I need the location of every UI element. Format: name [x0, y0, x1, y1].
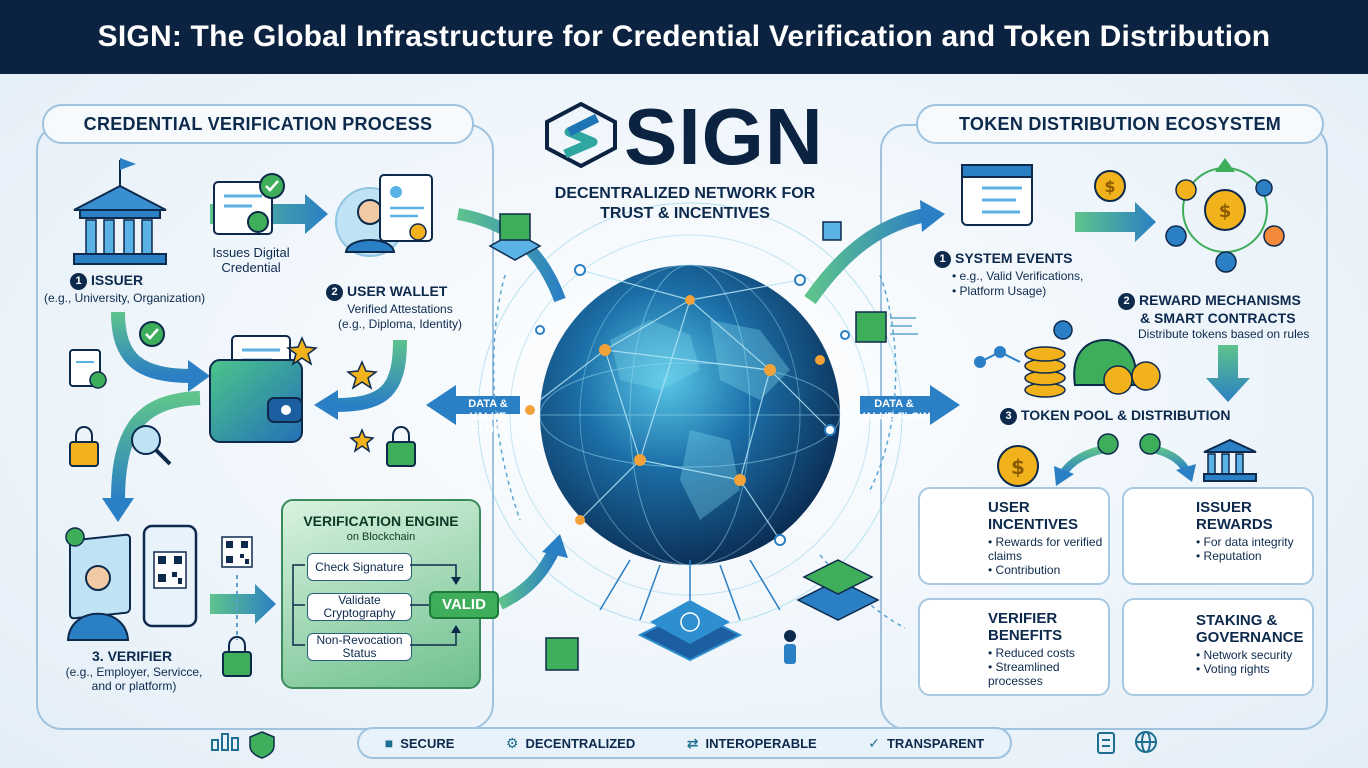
card-title: STAKING & GOVERNANCE	[1196, 612, 1304, 646]
lock-icon: ■	[384, 735, 394, 751]
verify-icon: ✓	[868, 734, 880, 751]
svg-text:$: $	[1104, 177, 1115, 196]
padlock-icon	[386, 426, 416, 467]
shield-icon	[249, 731, 275, 759]
magnifier-icon	[131, 425, 172, 466]
wallet-description-1: Verified Attestations	[347, 302, 453, 316]
sign-logo-icon	[545, 102, 617, 168]
verification-engine: VERIFICATION ENGINE on Blockchain Check …	[281, 499, 481, 689]
cube-icon	[855, 311, 918, 343]
token-icon	[1097, 433, 1119, 455]
card-title: USER INCENTIVES	[988, 499, 1079, 533]
wallet-description-2: (e.g., Diploma, Identity)	[337, 317, 463, 331]
staking-governance-card: STAKING & GOVERNANCE • Network security …	[1122, 598, 1314, 696]
svg-text:$: $	[1219, 201, 1232, 222]
padlock-icon	[222, 636, 252, 677]
issuer-step-number: 1	[70, 272, 87, 290]
footer-transparent: ✓TRANSPARENT	[868, 734, 985, 751]
user-avatar-icon	[335, 174, 433, 257]
check-signature-step: Check Signature	[307, 553, 412, 581]
footer-decentralized: ⚙DECENTRALIZED	[505, 734, 636, 751]
clipboard-icon	[1097, 732, 1115, 754]
verifier-label: 3. VERIFIER	[92, 648, 173, 664]
smart-contracts-label: & SMART CONTRACTS	[1140, 310, 1296, 326]
data-cube-icon	[488, 213, 542, 261]
stacked-blocks-icon	[796, 559, 880, 621]
network-diagram-icon	[211, 733, 239, 751]
browser-window-icon	[961, 164, 1033, 226]
flow-arrow-right	[860, 385, 960, 425]
engine-subtitle: on Blockchain	[346, 531, 416, 543]
verifier-benefits-card: VERIFIER BENEFITS • Reduced costs • Stre…	[918, 598, 1110, 696]
coin-icon: $	[997, 445, 1039, 487]
footer-bar: ■SECURE ⚙DECENTRALIZED ⇄INTEROPERABLE ✓T…	[357, 727, 1012, 759]
card-list: • Reduced costs • Streamlined processes	[988, 646, 1075, 688]
gear-icon: ⚙	[505, 734, 519, 751]
cube-icon	[545, 637, 579, 671]
person-icon	[784, 630, 796, 664]
flow-label-left: DATA & VALUE FLOW	[468, 398, 508, 436]
flow-arrow-left	[426, 385, 520, 425]
university-building-icon	[73, 158, 167, 265]
validate-cryptography-step: Validate Cryptography	[307, 593, 412, 621]
issuer-description: (e.g., University, Organization)	[44, 291, 206, 305]
issuer-rewards-card: ISSUER REWARDS • For data integrity • Re…	[1122, 487, 1314, 585]
valid-badge: VALID	[429, 591, 499, 619]
qr-code-icon	[221, 536, 253, 568]
cube-icon	[822, 221, 842, 241]
issues-credential-text: Issues Digital Credential	[212, 245, 290, 275]
token-pool-icon	[974, 320, 1161, 398]
sign-logo-text: SIGN	[624, 92, 824, 181]
credential-section-heading: CREDENTIAL VERIFICATION PROCESS	[42, 104, 474, 144]
system-events-item-1: • e.g., Valid Verifications,	[952, 269, 1084, 283]
footer-secure: ■SECURE	[384, 735, 455, 751]
card-list: • For data integrity • Reputation	[1196, 535, 1294, 563]
shuffle-icon: ⇄	[686, 734, 699, 751]
star-icons	[286, 336, 378, 453]
system-events-item-2: • Platform Usage)	[952, 284, 1047, 298]
padlock-icon	[69, 426, 99, 467]
flow-label-right: DATA & VALUE FLOW	[858, 398, 930, 423]
token-section-heading: TOKEN DISTRIBUTION ECOSYSTEM	[916, 104, 1324, 144]
globe-icon	[1135, 731, 1157, 753]
reward-step-number: 2	[1118, 292, 1135, 310]
reward-hub-icon: $	[1165, 158, 1285, 273]
title-bar: SIGN: The Global Infrastructure for Cred…	[0, 0, 1368, 74]
card-title: ISSUER REWARDS	[1196, 499, 1273, 533]
svg-text:$: $	[1011, 455, 1025, 479]
credential-document-icon	[213, 173, 285, 235]
card-title: VERIFIER BENEFITS	[988, 610, 1063, 644]
engine-title: VERIFICATION ENGINE	[303, 513, 459, 529]
wallet-step-number: 2	[326, 283, 343, 301]
footer-interoperable: ⇄INTEROPERABLE	[686, 734, 817, 751]
pool-step-number: 3	[1000, 407, 1017, 425]
events-step-number: 1	[934, 250, 951, 268]
user-incentives-card: USER INCENTIVES • Rewards for verified c…	[918, 487, 1110, 585]
token-icon	[1139, 433, 1161, 455]
page-title: SIGN: The Global Infrastructure for Cred…	[97, 20, 1271, 53]
engine-connectors	[292, 564, 461, 646]
coin-icon: $	[1094, 170, 1126, 202]
card-list: • Rewards for verified claims • Contribu…	[988, 535, 1103, 577]
phone-qr-icon	[142, 524, 198, 628]
card-list: • Network security • Voting rights	[1196, 648, 1293, 676]
checked-document-icon	[69, 349, 107, 389]
verifier-description: (e.g., Employer, Servicce, and or platfo…	[65, 665, 203, 693]
verifier-person-icon	[65, 527, 131, 641]
reward-description: Distribute tokens based on rules	[1138, 327, 1310, 341]
diagram-graphics: $ $ $	[65, 158, 1285, 759]
non-revocation-step: Non-Revocation Status	[307, 633, 412, 661]
tagline: DECENTRALIZED NETWORK FOR TRUST & INCENT…	[554, 185, 816, 222]
wallet-icon	[209, 335, 303, 443]
bank-icon	[1203, 438, 1257, 482]
